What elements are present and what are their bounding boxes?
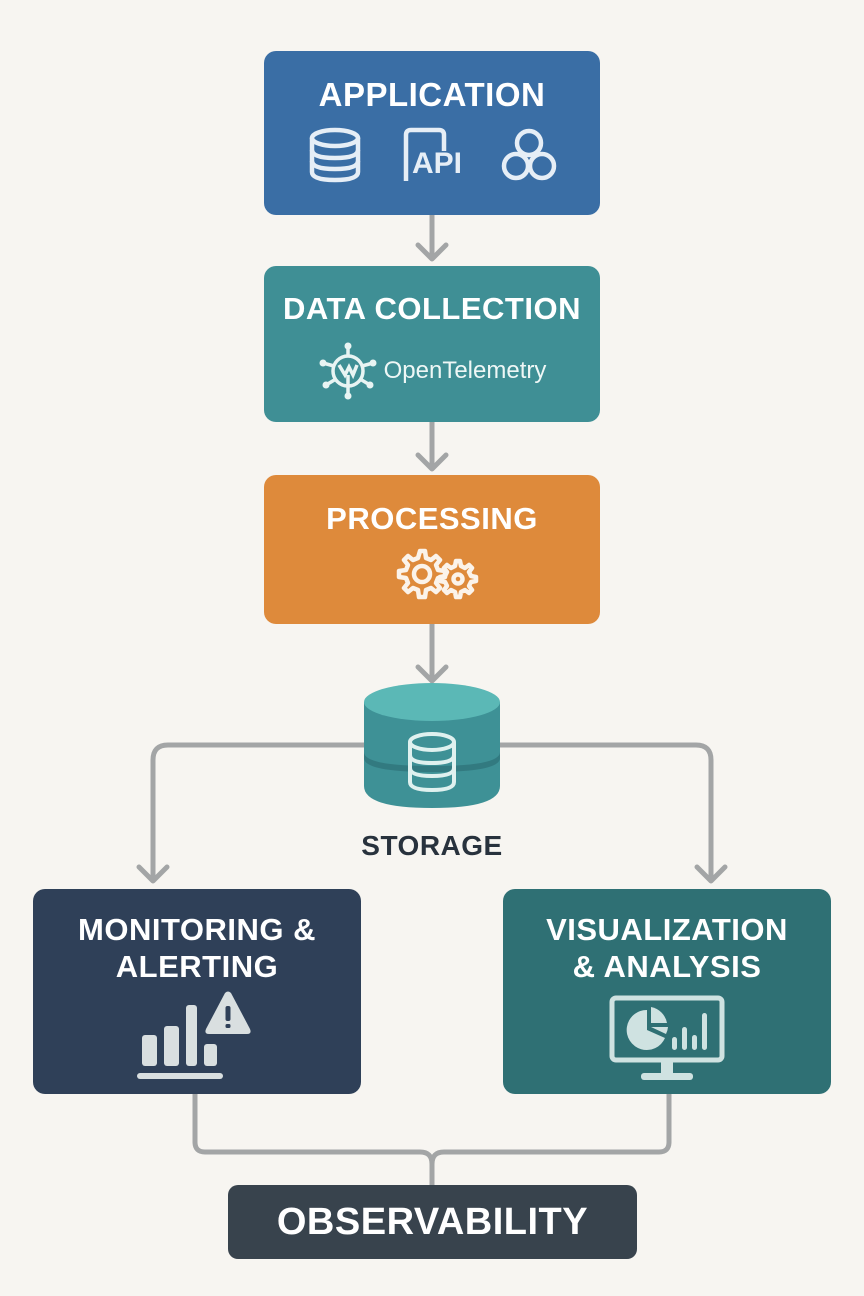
edge-storage-to-visualization bbox=[495, 742, 728, 884]
bar-chart-icon-bar-2 bbox=[164, 1026, 179, 1067]
edge-application-to-data-collection bbox=[415, 211, 449, 262]
monitor-chart-icon bbox=[609, 995, 725, 1081]
node-processing: PROCESSING bbox=[264, 475, 600, 624]
node-data-collection-title: DATA COLLECTION bbox=[283, 291, 581, 326]
node-processing-title: PROCESSING bbox=[326, 501, 538, 536]
opentelemetry-logo-icon bbox=[319, 342, 377, 400]
edge-storage-to-monitoring bbox=[136, 742, 369, 884]
node-visualization-title-line1: VISUALIZATION bbox=[546, 912, 788, 947]
api-document-icon: API bbox=[403, 127, 463, 183]
database-icon bbox=[408, 732, 456, 793]
node-application: APPLICATION API bbox=[264, 51, 600, 215]
node-visualization-analysis: VISUALIZATION & ANALYSIS bbox=[503, 889, 831, 1094]
bar-chart-icon-baseline bbox=[137, 1073, 223, 1080]
edge-data-collection-to-processing bbox=[415, 419, 449, 472]
node-monitoring-alerting: MONITORING & ALERTING bbox=[33, 889, 361, 1094]
edge-monitoring-visualization-to-observability bbox=[192, 1091, 672, 1188]
database-icon bbox=[309, 127, 361, 182]
node-visualization-title-line2: & ANALYSIS bbox=[572, 949, 762, 985]
storage-cylinder-body bbox=[364, 702, 500, 808]
node-application-title: APPLICATION bbox=[318, 76, 546, 113]
node-monitoring-title-line2: ALERTING bbox=[115, 949, 279, 985]
api-label: API bbox=[412, 146, 463, 180]
node-observability-title: OBSERVABILITY bbox=[276, 1201, 589, 1243]
node-observability: OBSERVABILITY bbox=[228, 1185, 637, 1259]
storage-cylinder-top bbox=[364, 683, 500, 721]
bar-chart-icon-bar-4 bbox=[204, 1044, 217, 1067]
services-cluster-icon bbox=[501, 128, 557, 180]
node-data-collection: DATA COLLECTION Open bbox=[264, 266, 600, 422]
bar-chart-icon-bar-3 bbox=[186, 1005, 197, 1067]
node-storage bbox=[364, 683, 500, 808]
bar-chart-icon-bar-1 bbox=[142, 1035, 157, 1067]
node-storage-label: STORAGE bbox=[361, 830, 503, 861]
pie-chart-icon bbox=[626, 1010, 665, 1051]
gears-icon bbox=[396, 548, 479, 600]
node-monitoring-title-line1: MONITORING & bbox=[78, 912, 316, 947]
storage-band bbox=[364, 752, 500, 772]
edge-processing-to-storage bbox=[415, 621, 449, 684]
bar-chart-warning-icon bbox=[137, 991, 251, 1080]
opentelemetry-label: OpenTelemetry bbox=[383, 357, 547, 385]
